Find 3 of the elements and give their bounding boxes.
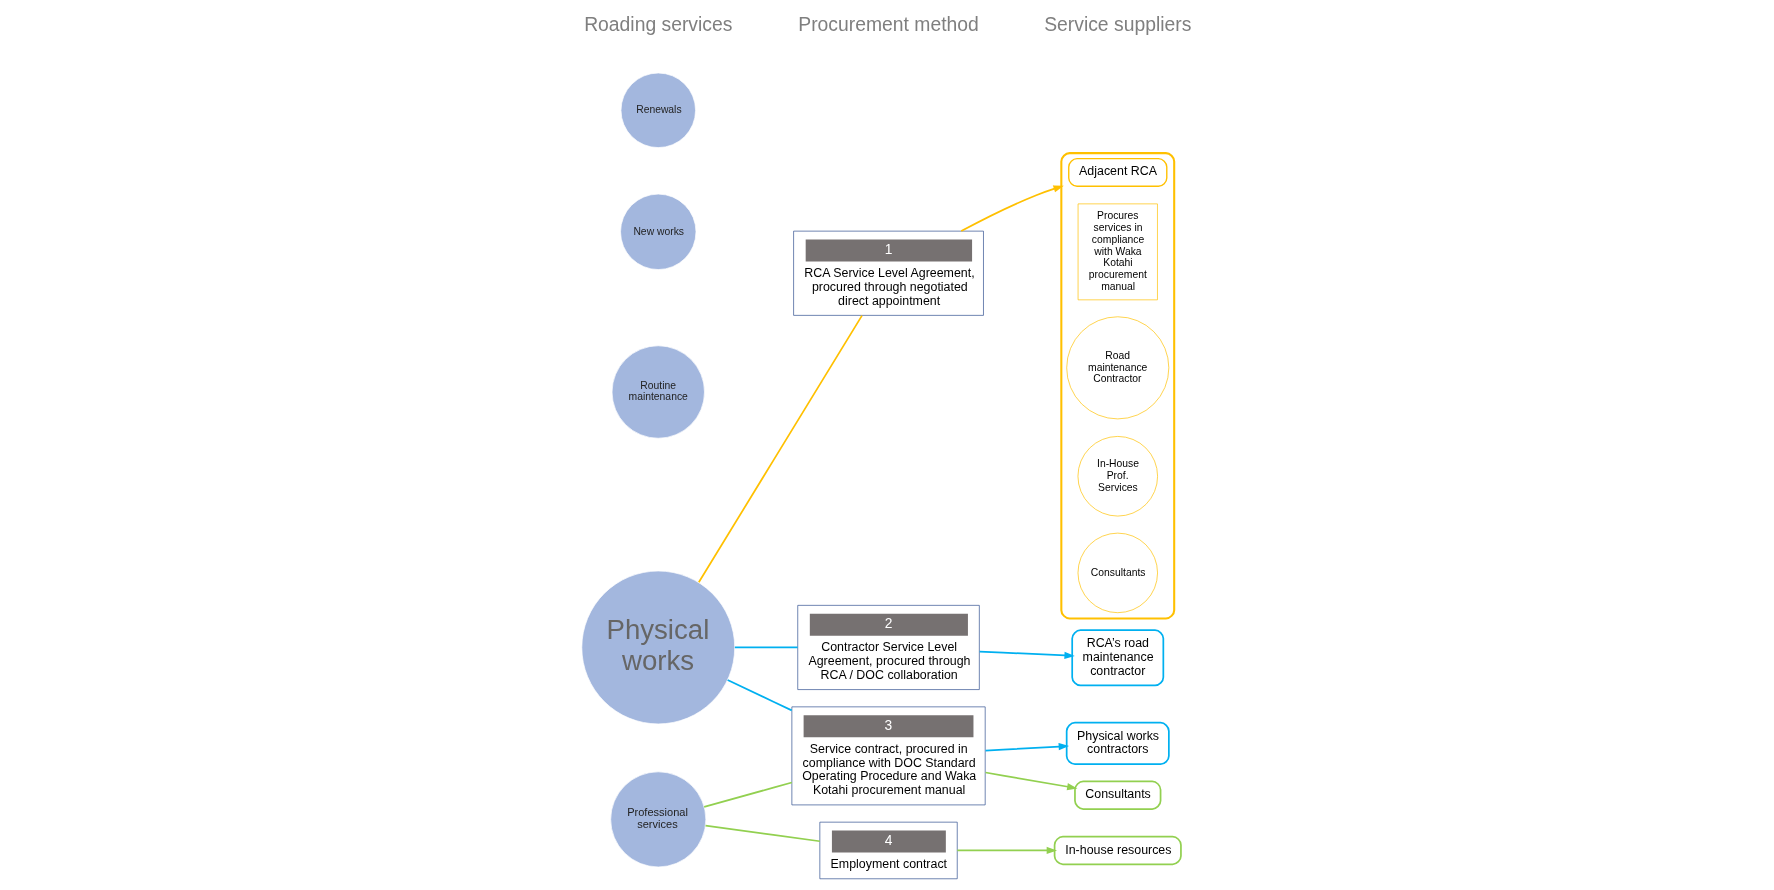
label: Service suppliers	[1043, 13, 1191, 35]
label: Procurement method	[797, 13, 979, 35]
label: Roading services	[583, 13, 732, 35]
